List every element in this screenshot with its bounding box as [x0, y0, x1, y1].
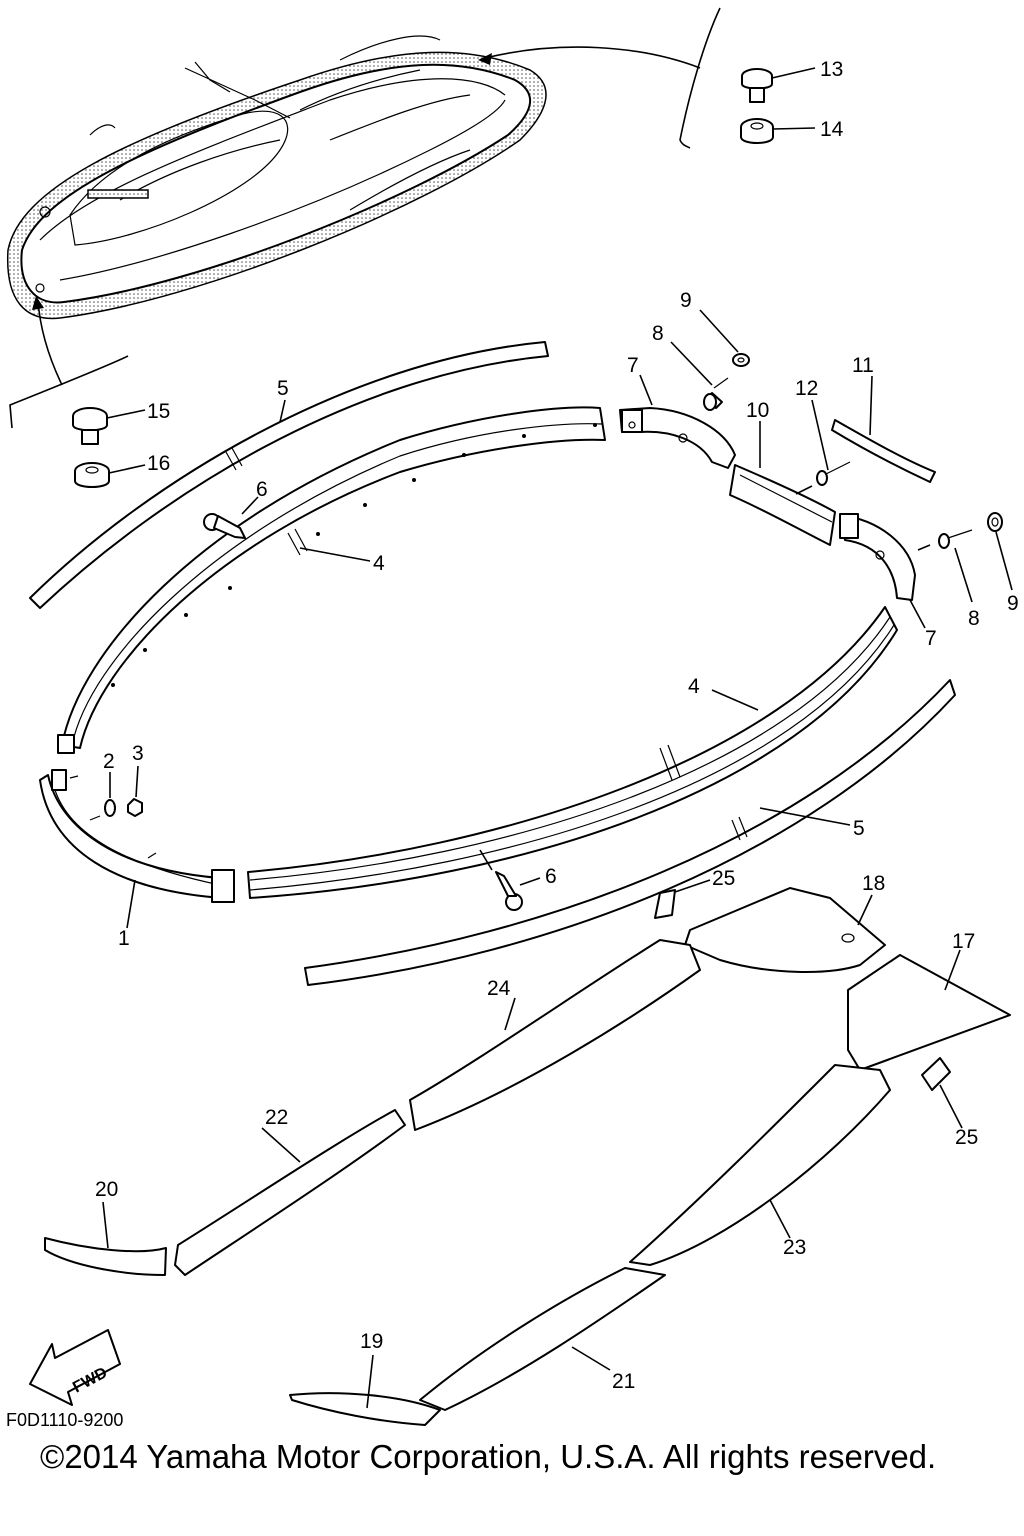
part-24-mat [409, 939, 701, 1131]
callout-8-upper: 8 [652, 322, 664, 345]
part-9-upper-washer [732, 353, 750, 367]
callout-15: 15 [147, 400, 170, 423]
part-13-screw [741, 68, 773, 103]
callout-5-lower: 5 [853, 817, 865, 840]
part-22-mat [174, 1109, 406, 1276]
drawing-code: F0D1110-9200 [6, 1410, 124, 1430]
callout-2: 2 [103, 750, 115, 773]
callout-19: 19 [360, 1330, 383, 1353]
part-6-lower-screw [495, 871, 523, 911]
part-7-upper-corner [619, 407, 736, 469]
callout-13: 13 [820, 58, 843, 81]
callout-3: 3 [132, 742, 144, 765]
callout-4-upper: 4 [373, 552, 385, 575]
callout-9-upper: 9 [680, 289, 692, 312]
callout-labels: 13 14 15 16 5 6 4 9 8 7 11 12 10 9 8 7 4… [95, 58, 1019, 1393]
part-10-center-piece [729, 464, 836, 546]
callout-20: 20 [95, 1178, 118, 1201]
part-25-lower-tag [921, 1057, 951, 1091]
part-5-upper-strip [29, 341, 549, 609]
bracket-right [679, 7, 721, 149]
fwd-arrow-icon: FWD [29, 1329, 121, 1406]
part-8-upper-rivet [703, 377, 729, 411]
part-2-washer [104, 799, 116, 817]
callout-11: 11 [852, 354, 874, 377]
callout-23: 23 [783, 1236, 806, 1259]
part-19-mat [289, 1392, 441, 1426]
part-4-lower-rail [247, 606, 898, 899]
part-7-lower-corner [839, 513, 916, 601]
callout-5-upper: 5 [277, 377, 289, 400]
part-23-mat [629, 1064, 891, 1266]
callout-1: 1 [118, 927, 130, 950]
callout-8-lower: 8 [968, 607, 980, 630]
part-17-mat [847, 954, 1011, 1071]
callout-16: 16 [147, 452, 170, 475]
callout-12: 12 [795, 377, 818, 400]
part-16-nut [74, 462, 110, 488]
part-3-nut [127, 798, 143, 817]
callout-24: 24 [487, 977, 511, 1000]
callout-25-lower: 25 [955, 1126, 978, 1149]
bracket-left [9, 355, 129, 429]
callout-22: 22 [265, 1106, 288, 1129]
callout-4-lower: 4 [688, 675, 700, 698]
watercraft-hull-illustration [6, 35, 701, 386]
part-14-nut [740, 118, 774, 144]
callout-18: 18 [862, 872, 885, 895]
part-9-lower-washer [987, 512, 1003, 532]
part-12-rivet [816, 461, 851, 486]
callout-7-lower: 7 [925, 627, 937, 650]
part-25-upper-tag [654, 889, 676, 919]
part-8-lower-rivet [938, 529, 973, 549]
callout-6-lower: 6 [545, 865, 557, 888]
part-1-bow-rail [39, 769, 235, 903]
callout-10: 10 [746, 399, 769, 422]
callout-21: 21 [612, 1370, 635, 1393]
part-20-mat [44, 1237, 167, 1276]
part-18-mat [684, 887, 886, 973]
callout-9-lower: 9 [1007, 592, 1019, 615]
part-15-screw [72, 407, 108, 445]
part-11-strip [831, 419, 936, 483]
part-5-lower-strip [304, 679, 956, 986]
copyright-notice: ©2014 Yamaha Motor Corporation, U.S.A. A… [40, 1438, 937, 1475]
callout-25-upper: 25 [712, 867, 735, 890]
part-6-upper-screw [203, 513, 246, 539]
part-21-mat [419, 1267, 666, 1411]
callout-17: 17 [952, 930, 975, 953]
callout-14: 14 [820, 118, 844, 141]
part-4-upper-rail [57, 406, 606, 754]
callout-6-upper: 6 [256, 478, 268, 501]
callout-7-upper: 7 [627, 354, 639, 377]
